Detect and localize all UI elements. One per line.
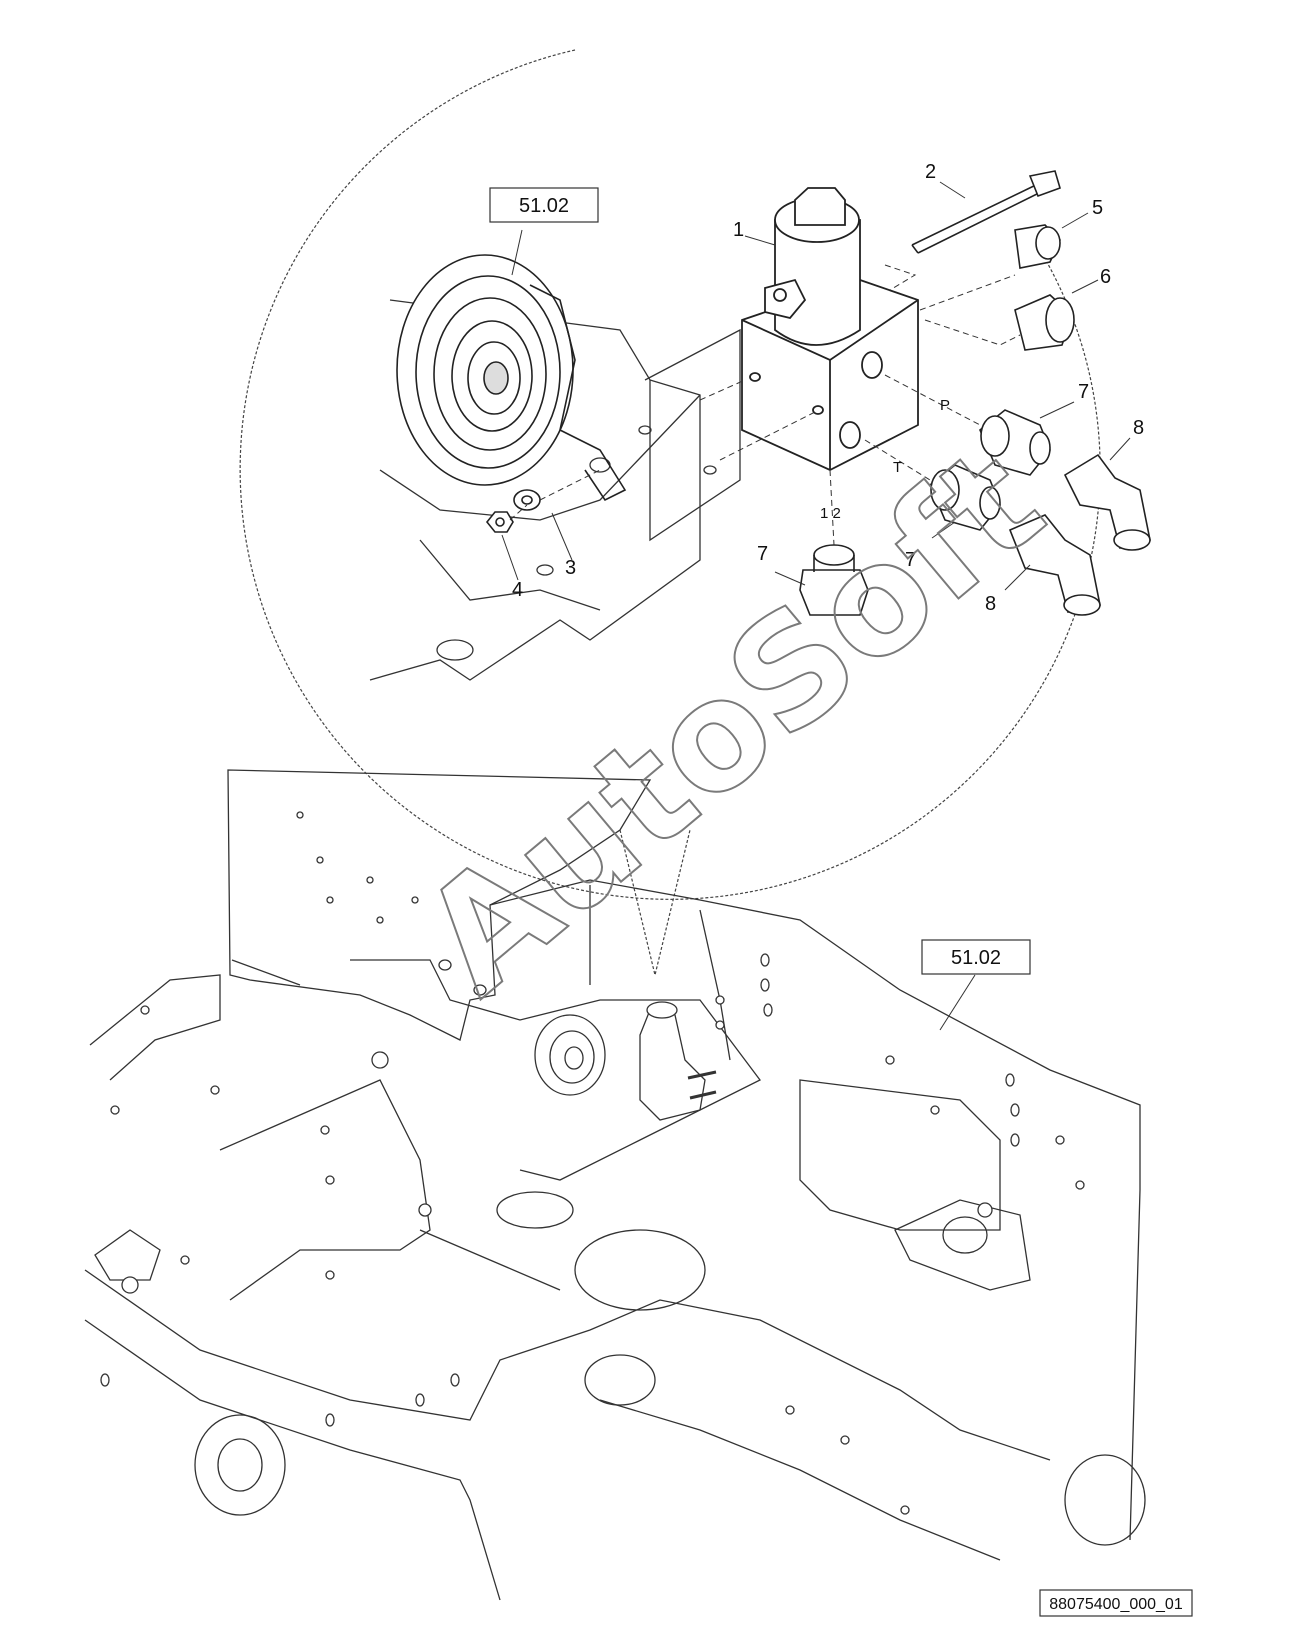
callout-1: 1 [733, 219, 744, 241]
assembly-lines [509, 264, 1021, 546]
washer-part-3 [513, 489, 541, 511]
detail-bracket-plate [369, 299, 741, 681]
callout-8-top: 8 [1133, 417, 1144, 439]
watermark-text: AutoSoft [391, 415, 1074, 1028]
callout-7-top: 7 [1078, 381, 1089, 403]
port-label-p: P [940, 397, 950, 414]
callout-4: 4 [512, 579, 523, 601]
leader-lines [501, 181, 1131, 591]
reference-box-detail: 51.02 [489, 187, 599, 223]
port-label-t: T [893, 459, 902, 476]
detail-magnifier [239, 49, 1151, 976]
callout-3: 3 [565, 557, 576, 579]
plug-part-6 [1014, 294, 1075, 351]
reference-leader-frame [939, 974, 976, 1031]
elbow-part-8-top [1063, 453, 1151, 551]
reference-box-frame: 51.02 [921, 939, 1031, 1031]
reference-label-frame: 51.02 [951, 947, 1001, 969]
nut-part-4 [485, 511, 514, 533]
callout-2: 2 [925, 161, 936, 183]
callout-8-bottom: 8 [985, 593, 996, 615]
callout-5: 5 [1092, 197, 1103, 219]
solenoid-valve-part-1 [741, 187, 919, 471]
callout-7-bottom: 7 [757, 543, 768, 565]
callout-6: 6 [1100, 266, 1111, 288]
figure-id-box: 88075400_000_01 [1039, 1589, 1193, 1617]
figure-id: 88075400_000_01 [1049, 1596, 1183, 1613]
fitting-part-7-p [979, 409, 1051, 476]
elbow-part-8-bottom [1008, 514, 1101, 616]
fitting-part-7-t [929, 464, 1001, 531]
port-label-12: 1 2 [820, 505, 841, 522]
watermark: AutoSoft [390, 414, 1075, 1029]
horn [396, 254, 627, 502]
frame-assembly [84, 769, 1146, 1601]
bolt-part-2 [911, 170, 1061, 254]
callout-7-mid: 7 [905, 549, 916, 571]
plug-part-5 [1014, 224, 1061, 269]
reference-label-detail: 51.02 [519, 195, 569, 217]
callouts: 1 2 3 4 5 6 7 7 7 8 8 P T 1 2 [512, 161, 1144, 615]
